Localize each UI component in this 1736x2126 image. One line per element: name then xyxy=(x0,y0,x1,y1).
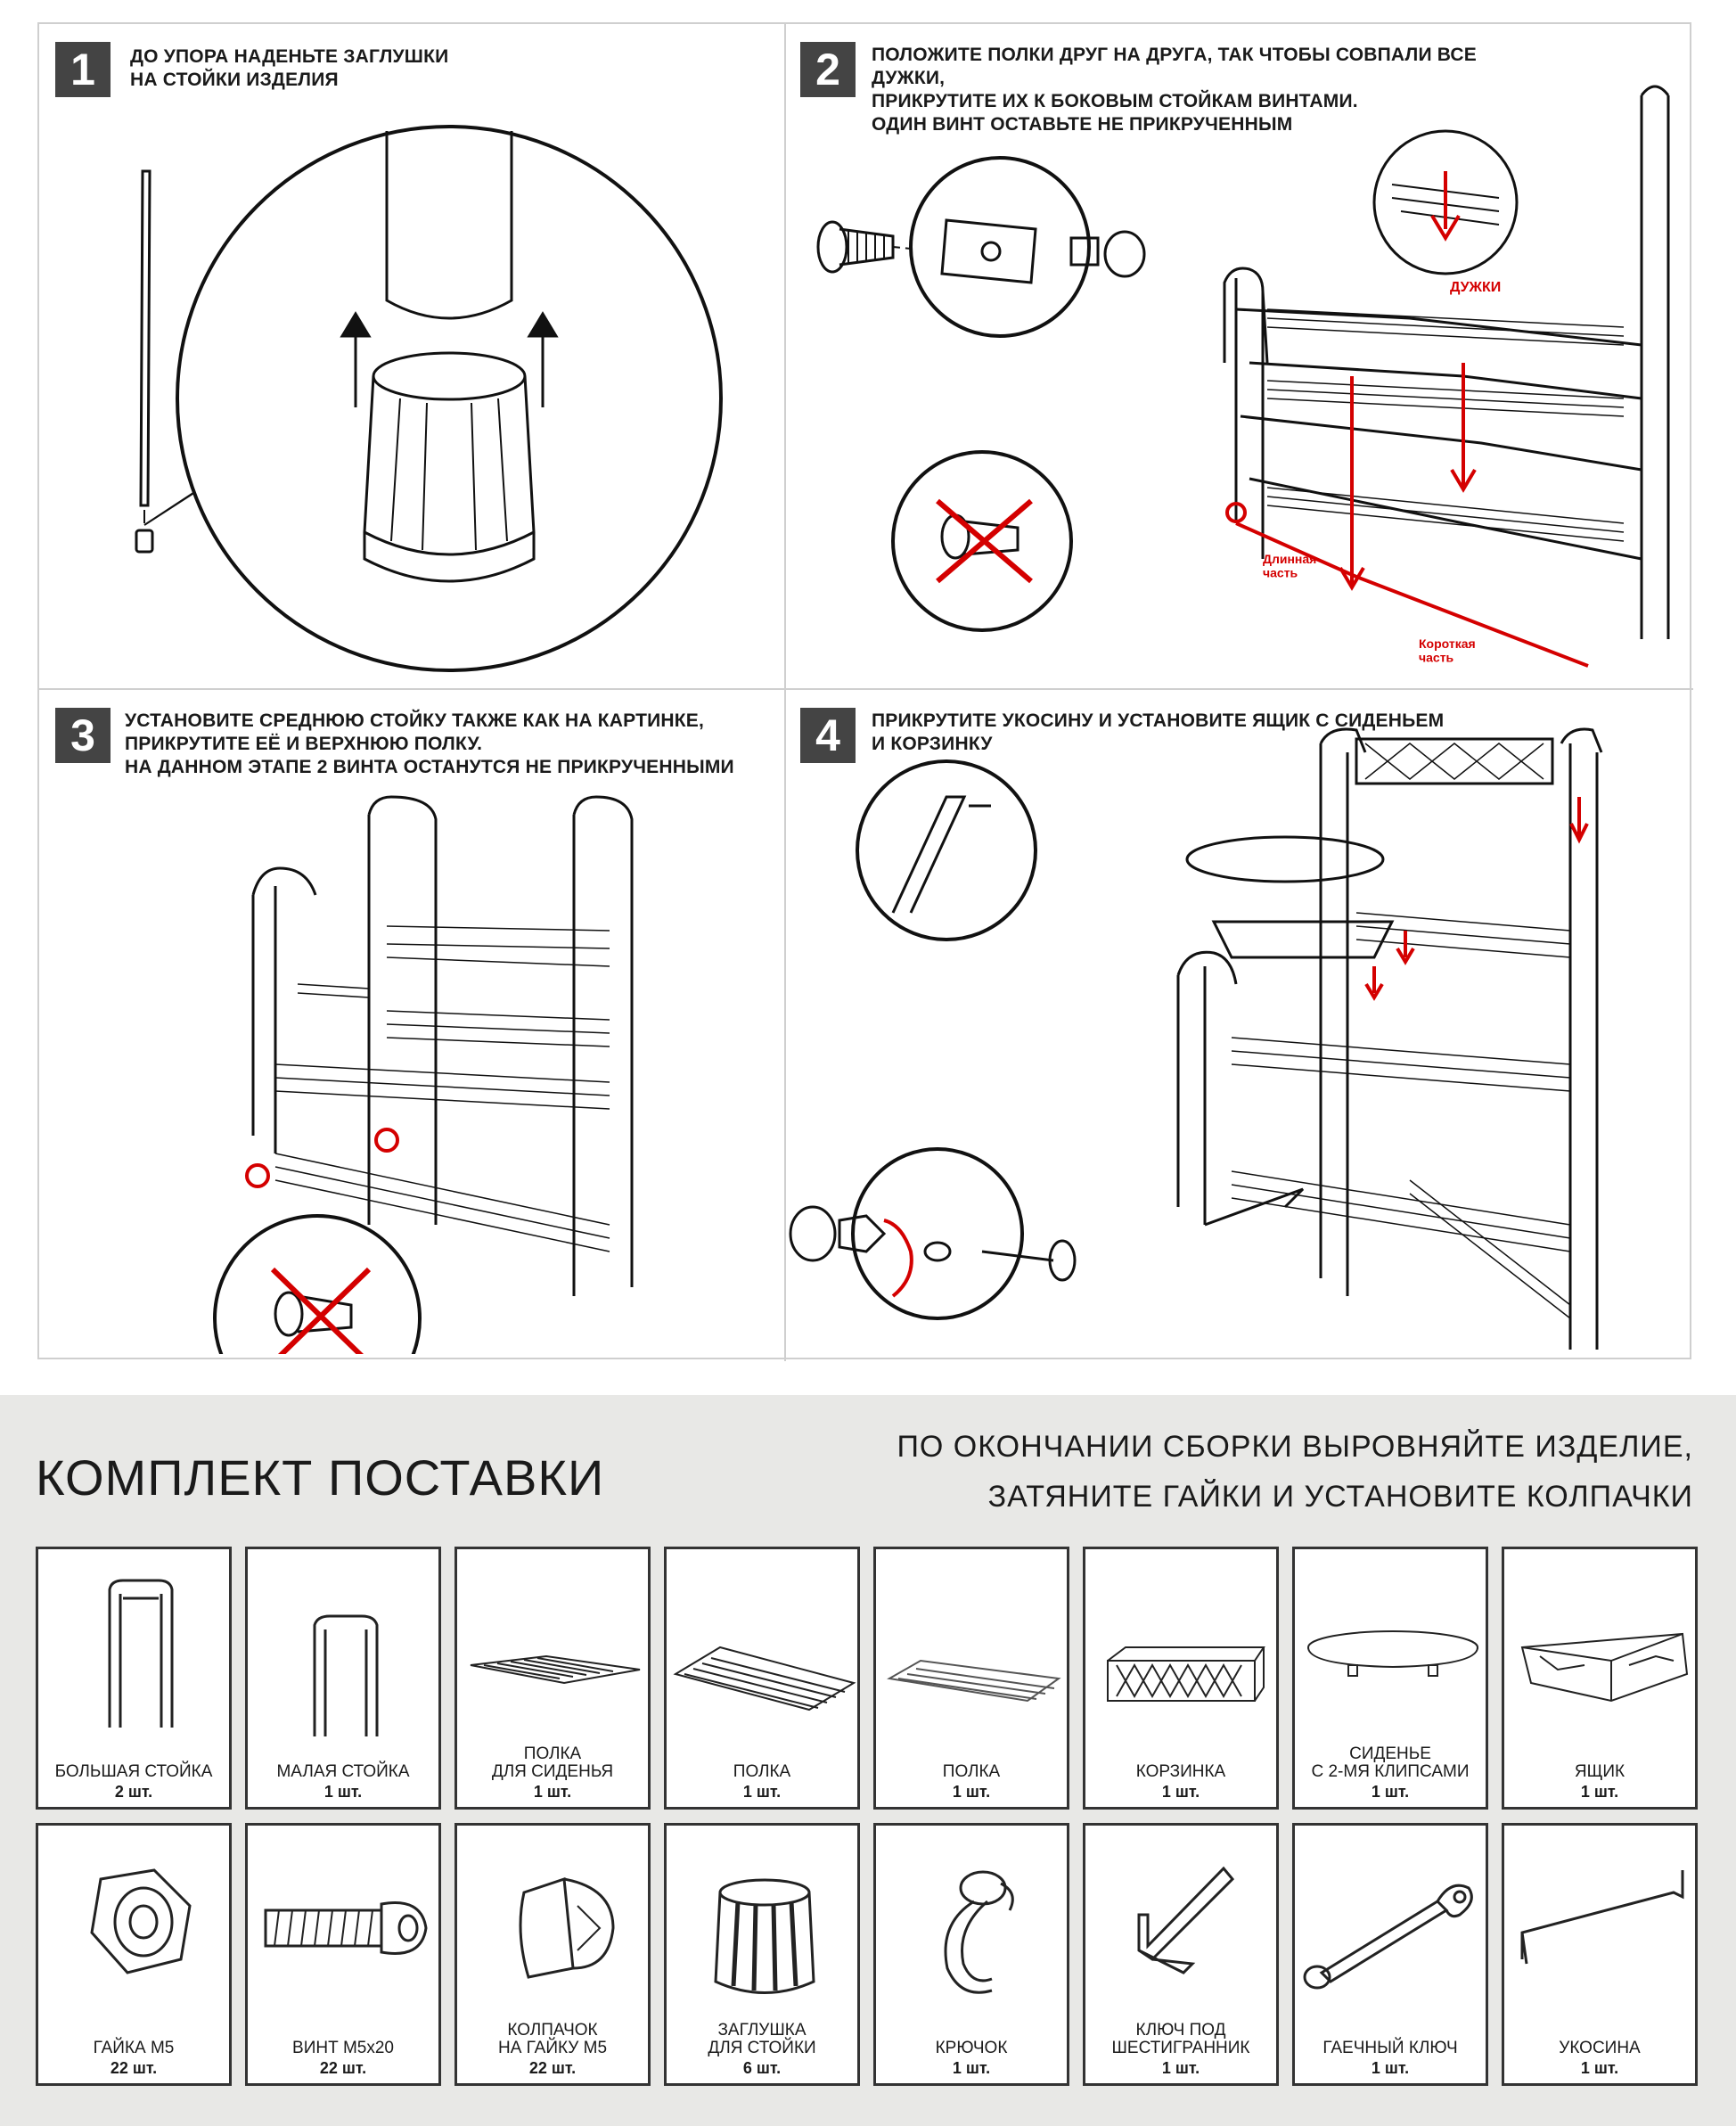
part-name: ВИНТ М5х20 xyxy=(292,2039,394,2057)
part-card-shelf-light: ПОЛКА 1 шт. xyxy=(873,1547,1069,1810)
kit-section: КОМПЛЕКТ ПОСТАВКИ ПО ОКОНЧАНИИ СБОРКИ ВЫ… xyxy=(0,1395,1736,2126)
part-name: ПОЛКА xyxy=(733,1762,791,1781)
part-name: КОЛПАЧОК НА ГАЙКУ М5 xyxy=(497,2021,608,2057)
step-2-panel: 2 ПОЛОЖИТЕ ПОЛКИ ДРУГ НА ДРУГА, ТАК ЧТОБ… xyxy=(786,24,1670,688)
part-card-seat-shelf: ПОЛКА ДЛЯ СИДЕНЬЯ 1 шт. xyxy=(454,1547,651,1810)
part-card-shelf: ПОЛКА 1 шт. xyxy=(664,1547,860,1810)
step-3-number: 3 xyxy=(55,708,111,763)
part-card-screw: ВИНТ М5х20 22 шт. xyxy=(245,1823,441,2086)
part-name: ПОЛКА xyxy=(942,1762,1001,1781)
step-1-number: 1 xyxy=(55,42,111,97)
step-2-number: 2 xyxy=(800,42,856,97)
part-qty: 1 шт. xyxy=(1161,1783,1200,1801)
basket-icon xyxy=(1107,1646,1265,1702)
step-3-text: УСТАНОВИТЕ СРЕДНЮЮ СТОЙКУ ТАКЖЕ КАК НА К… xyxy=(125,710,734,777)
part-card-wrench: ГАЕЧНЫЙ КЛЮЧ 1 шт. xyxy=(1292,1823,1488,2086)
part-name: ПОЛКА ДЛЯ СИДЕНЬЯ xyxy=(491,1744,614,1781)
shelf-light-icon xyxy=(887,1659,1061,1703)
box-icon xyxy=(1520,1632,1689,1703)
part-name: ЗАГЛУШКА ДЛЯ СТОЙКИ xyxy=(708,2021,816,2057)
part-name: ЯЩИК xyxy=(1574,1762,1625,1781)
step-4-illustration xyxy=(789,727,1603,1350)
divider-horizontal xyxy=(39,688,1693,690)
step-2-text: ПОЛОЖИТЕ ПОЛКИ ДРУГ НА ДРУГА, ТАК ЧТОБЫ … xyxy=(872,45,1477,135)
part-card-foot-cap: ЗАГЛУШКА ДЛЯ СТОЙКИ 6 шт. xyxy=(664,1823,860,2086)
part-qty: 1 шт. xyxy=(952,1783,991,1801)
step-1-illustration xyxy=(135,125,723,672)
kit-title: КОМПЛЕКТ ПОСТАВКИ xyxy=(36,1449,605,1506)
part-card-large-post: БОЛЬШАЯ СТОЙКА 2 шт. xyxy=(36,1547,232,1810)
part-qty: 22 шт. xyxy=(110,2059,158,2077)
screw-icon xyxy=(264,1901,428,1955)
part-qty: 22 шт. xyxy=(528,2059,577,2077)
part-qty: 22 шт. xyxy=(319,2059,367,2077)
step-1-text: ДО УПОРА НАДЕНЬТЕ ЗАГЛУШКИ НА СТОЙКИ ИЗД… xyxy=(130,46,449,90)
step-3-panel: 3 УСТАНОВИТЕ СРЕДНЮЮ СТОЙКУ ТАКЖЕ КАК НА… xyxy=(39,690,784,1354)
seat-icon xyxy=(1307,1630,1478,1677)
small-post-icon xyxy=(313,1614,379,1736)
divider-vertical xyxy=(784,24,786,1361)
part-card-small-post: МАЛАЯ СТОЙКА 1 шт. xyxy=(245,1547,441,1810)
part-card-box: ЯЩИК 1 шт. xyxy=(1502,1547,1698,1810)
part-qty: 1 шт. xyxy=(1371,1783,1410,1801)
part-qty: 1 шт. xyxy=(1580,1783,1619,1801)
step-1-panel: 1 ДО УПОРА НАДЕНЬТЕ ЗАГЛУШКИ НА СТОЙКИ И… xyxy=(39,24,784,688)
part-name: КОРЗИНКА xyxy=(1135,1762,1226,1781)
part-name: КЛЮЧ ПОД ШЕСТИГРАННИК xyxy=(1111,2021,1250,2057)
part-qty: 1 шт. xyxy=(323,1783,363,1801)
part-qty: 1 шт. xyxy=(742,1783,782,1801)
assembly-steps: 1 ДО УПОРА НАДЕНЬТЕ ЗАГЛУШКИ НА СТОЙКИ И… xyxy=(37,22,1693,1361)
part-card-basket: КОРЗИНКА 1 шт. xyxy=(1083,1547,1279,1810)
part-qty: 2 шт. xyxy=(114,1783,153,1801)
hook-icon xyxy=(944,1870,1014,1994)
part-qty: 1 шт. xyxy=(1161,2059,1200,2077)
hex-key-icon xyxy=(1137,1866,1235,1974)
part-qty: 1 шт. xyxy=(533,1783,572,1801)
part-card-nut: ГАЙКА М5 22 шт. xyxy=(36,1823,232,2086)
part-qty: 1 шт. xyxy=(1580,2059,1619,2077)
arcs-label: ДУЖКИ xyxy=(1450,280,1501,295)
part-name: ГАЕЧНЫЙ КЛЮЧ xyxy=(1322,2039,1458,2057)
part-name: БОЛЬШАЯ СТОЙКА xyxy=(54,1762,213,1781)
brace-icon xyxy=(1520,1870,1684,1965)
step-4-panel: 4 ПРИКРУТИТЕ УКОСИНУ И УСТАНОВИТЕ ЯЩИК С… xyxy=(786,690,1603,1354)
nut-icon xyxy=(90,1868,192,1974)
part-card-brace: УКОСИНА 1 шт. xyxy=(1502,1823,1698,2086)
part-qty: 1 шт. xyxy=(952,2059,991,2077)
part-qty: 1 шт. xyxy=(1371,2059,1410,2077)
foot-cap-icon xyxy=(714,1878,815,1994)
part-name: КРЮЧОК xyxy=(935,2039,1008,2057)
part-card-hex-key: КЛЮЧ ПОД ШЕСТИГРАННИК 1 шт. xyxy=(1083,1823,1279,2086)
part-name: УКОСИНА xyxy=(1559,2039,1641,2057)
part-name: ГАЙКА М5 xyxy=(93,2039,175,2057)
part-card-cap-nut: КОЛПАЧОК НА ГАЙКУ М5 22 шт. xyxy=(454,1823,651,2086)
step-3-illustration xyxy=(213,795,634,1354)
part-card-hook: КРЮЧОК 1 шт. xyxy=(873,1823,1069,2086)
shelf-icon xyxy=(673,1646,856,1711)
part-name: СИДЕНЬЕ С 2-МЯ КЛИПСАМИ xyxy=(1311,1744,1470,1781)
part-name: МАЛАЯ СТОЙКА xyxy=(276,1762,410,1781)
cap-nut-icon xyxy=(519,1876,615,1979)
finish-note: ПО ОКОНЧАНИИ СБОРКИ ВЫРОВНЯЙТЕ ИЗДЕЛИЕ, … xyxy=(897,1430,1693,1514)
step-4-number: 4 xyxy=(800,708,856,763)
part-qty: 6 шт. xyxy=(742,2059,782,2077)
part-card-seat: СИДЕНЬЕ С 2-МЯ КЛИПСАМИ 1 шт. xyxy=(1292,1547,1488,1810)
large-post-icon xyxy=(108,1579,174,1728)
wrench-icon xyxy=(1303,1884,1473,1990)
seat-shelf-icon xyxy=(470,1654,641,1685)
step-4-text: ПРИКРУТИТЕ УКОСИНУ И УСТАНОВИТЕ ЯЩИК С С… xyxy=(872,710,1445,754)
